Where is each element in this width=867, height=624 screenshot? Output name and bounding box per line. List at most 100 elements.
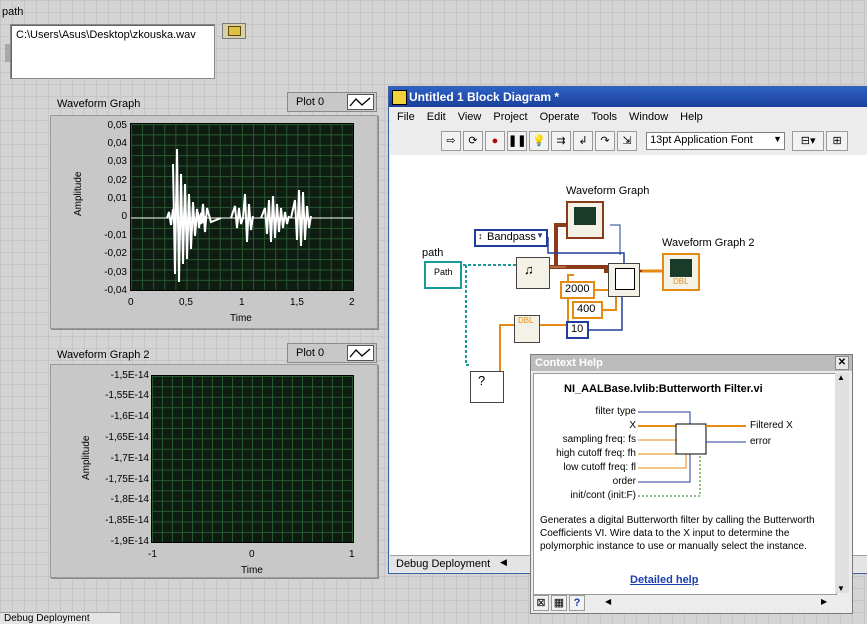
y-tick: 0,04 [107,138,127,149]
x-tick: 2 [349,297,355,308]
output-filtered-x: Filtered X [750,420,793,431]
align-objects-icon[interactable]: ⊟▾ [792,131,825,151]
plot-legend[interactable]: Plot 0 [287,343,377,363]
path-terminal-text: Path [434,267,453,277]
step-into-icon[interactable]: ↲ [573,131,593,151]
input-fl: low cutoff freq: fl [563,462,636,473]
y-tick: -0,02 [104,248,127,259]
plot-line-icon [347,94,374,110]
constant-2000[interactable]: 2000 [560,281,595,299]
waveform-graph2-terminal-label: Waveform Graph 2 [662,237,755,249]
menu-file[interactable]: File [397,111,415,123]
window-title: Untitled 1 Block Diagram * [409,90,560,104]
status-text: Debug Deployment [396,558,491,570]
plot-legend-label: Plot 0 [296,96,325,108]
filter-icon [615,268,635,290]
input-fh: high cutoff freq: fh [556,448,636,459]
y-tick: -0,03 [104,267,127,278]
y-tick: -0,04 [104,285,127,296]
constant-10[interactable]: 10 [566,321,589,339]
y-tick: -1,55E-14 [105,390,149,401]
menu-project[interactable]: Project [493,111,528,123]
build-waveform-node[interactable]: DBL [514,315,540,343]
plot-line-icon [347,345,374,361]
context-help-title-bar[interactable]: Context Help ✕ [531,355,852,371]
path-value: C:\Users\Asus\Desktop\zkouska.wav [16,29,196,41]
scroll-down-icon[interactable]: ▼ [837,584,845,593]
waveform-graph-terminal-label: Waveform Graph [566,185,650,197]
path-control[interactable]: C:\Users\Asus\Desktop\zkouska.wav [10,24,215,79]
run-arrow-icon[interactable]: ⇨ [441,131,461,151]
scroll-right-icon[interactable]: ▶ [821,597,828,606]
dbl-tag: DBL [518,316,534,325]
context-help-toolbar: ⊠▦? ◀ ▶ [533,595,850,611]
pause-icon[interactable]: ❚❚ [507,131,527,151]
menu-help[interactable]: Help [680,111,703,123]
font-select[interactable]: 13pt Application Font ▼ [646,132,786,150]
waveform-graph-2[interactable]: Amplitude -1,5E-14 -1,55E-14 -1,6E-14 -1… [50,364,378,578]
y-tick: -1,9E-14 [110,536,149,547]
browse-button[interactable] [222,23,246,39]
context-help-scrollbar[interactable]: ▲ ▼ [835,373,849,593]
run-continuous-icon[interactable]: ⟳ [463,131,483,151]
butterworth-filter-vi[interactable] [608,263,640,297]
y-tick: 0,01 [107,193,127,204]
retain-wire-values-icon[interactable]: ⇉ [551,131,571,151]
chevron-down-icon: ▼ [536,231,544,240]
show-optional-icon[interactable]: ▦ [551,595,567,611]
context-help-body: NI_AALBase.lvlib:Butterworth Filter.vi f… [533,373,837,595]
close-icon[interactable]: ✕ [835,356,849,370]
waveform-graph2-terminal[interactable]: DBL [662,253,700,291]
abort-icon[interactable]: ● [485,131,505,151]
x-tick: 0 [128,297,134,308]
detailed-help-link[interactable]: Detailed help [630,574,699,586]
scroll-left-icon[interactable]: ◀ [605,597,612,606]
unknown-subvi[interactable]: ? [470,371,504,403]
sound-file-read-vi[interactable]: ♫ [516,257,550,289]
path-terminal[interactable]: Path [424,261,462,289]
graph-title: Waveform Graph 2 [57,349,150,361]
menu-window[interactable]: Window [629,111,669,123]
y-tick: -1,6E-14 [110,411,149,422]
menu-edit[interactable]: Edit [426,111,446,123]
scroll-up-icon[interactable]: ▲ [837,373,845,382]
lock-icon[interactable]: ⊠ [533,595,549,611]
path-control-label: path [2,6,24,18]
graph-title: Waveform Graph [57,98,141,110]
y-tick: -1,85E-14 [105,515,149,526]
help-icon[interactable]: ? [569,595,585,611]
menu-operate[interactable]: Operate [539,111,580,123]
graph-icon [670,259,692,277]
menu-tools[interactable]: Tools [591,111,618,123]
constant-400[interactable]: 400 [572,301,603,319]
input-fs: sampling freq: fs [562,434,636,445]
x-axis-label: Time [230,313,252,324]
context-help-window[interactable]: Context Help ✕ NI_AALBase.lvlib:Butterwo… [530,354,853,614]
chevron-down-icon: ▼ [773,134,783,144]
waveform-graph[interactable]: Amplitude 0,05 0,04 0,03 0,02 0,01 0 -0,… [50,115,378,329]
plot-legend-label: Plot 0 [296,347,325,359]
plot-area[interactable] [130,123,354,291]
input-filter-type: filter type [595,406,636,417]
scroll-left-icon[interactable]: ◀ [500,557,507,567]
highlight-execution-icon[interactable]: 💡 [529,131,549,151]
waveform-graph-terminal[interactable] [566,201,604,239]
y-tick: 0 [121,211,127,222]
dbl-tag: DBL [673,277,689,286]
step-out-icon[interactable]: ⇲ [617,131,637,151]
filter-type-enum[interactable]: ↕ Bandpass ▼ [474,229,548,247]
vi-name: NI_AALBase.lvlib:Butterworth Filter.vi [564,383,763,395]
plot-area[interactable] [151,375,354,543]
title-bar[interactable]: Untitled 1 Block Diagram * [389,87,867,107]
step-over-icon[interactable]: ↷ [595,131,615,151]
x-axis-label: Time [241,565,263,576]
input-x: X [629,420,636,431]
y-tick: -0,01 [104,230,127,241]
path-scroll-handle[interactable] [5,44,10,62]
sound-icon: ♫ [524,262,534,277]
output-error: error [750,436,772,447]
menu-view[interactable]: View [457,111,482,123]
folder-icon [228,26,241,36]
plot-legend[interactable]: Plot 0 [287,92,377,112]
distribute-objects-icon[interactable]: ⊞ [826,131,849,151]
